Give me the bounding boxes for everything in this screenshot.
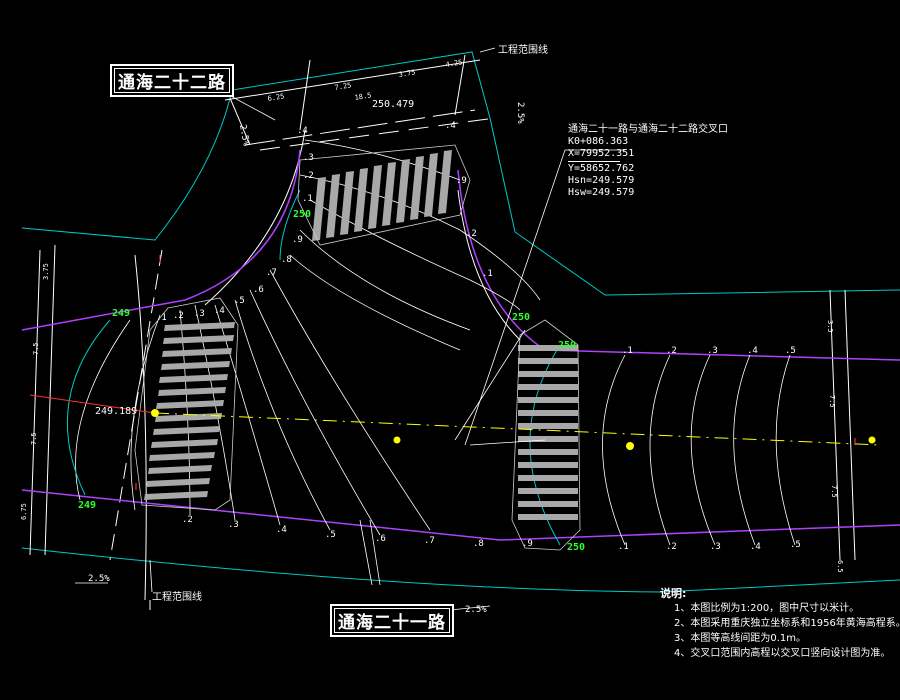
slope-bottom-left: 2.5% [88, 574, 110, 584]
svg-text:.1: .1 [482, 269, 493, 279]
svg-text:.4: .4 [297, 126, 308, 136]
svg-text:.8: .8 [281, 255, 292, 265]
info-y: Y=58652.762 [568, 163, 635, 174]
svg-text:.2: .2 [466, 229, 477, 239]
svg-text:6.25: 6.25 [267, 92, 285, 103]
note-line: 2、本图采用重庆独立坐标系和1956年黄海高程系。 [674, 618, 900, 629]
svg-text:6.75: 6.75 [20, 503, 28, 520]
major-contour-labels: 250 250 250 250 249 249 [78, 209, 585, 553]
svg-text:.3: .3 [303, 153, 314, 163]
svg-text:.2: .2 [303, 171, 314, 181]
svg-text:7.5: 7.5 [828, 395, 836, 408]
svg-text:.2: .2 [666, 542, 677, 552]
slope-top-right: 2.5% [515, 102, 525, 124]
note-line: 1、本图比例为1:200，图中尺寸以米计。 [674, 603, 860, 614]
notes-title: 说明: [660, 587, 687, 600]
svg-text:.6: .6 [375, 534, 386, 544]
svg-text:.2: .2 [666, 346, 677, 356]
svg-text:7.25: 7.25 [334, 81, 352, 92]
svg-text:.2: .2 [182, 515, 193, 525]
svg-text:.9: .9 [456, 176, 467, 186]
slope-bottom-mid: 2.5% [465, 605, 487, 615]
svg-text:.8: .8 [473, 539, 484, 549]
road-edge-lines [29, 54, 856, 610]
info-title: 通海二十一路与通海二十二路交叉口 [568, 124, 728, 135]
contour-250-bottom: 250 [567, 542, 585, 553]
svg-text:.5: .5 [790, 540, 801, 550]
edge-ticks [135, 255, 856, 490]
right-dimension-labels: 3.5 7.5 7.5 6.5 [826, 320, 844, 573]
svg-text:.9: .9 [522, 539, 533, 549]
boundary-label-bottom: 工程范围线 [152, 590, 202, 603]
svg-text:.1: .1 [156, 313, 167, 323]
svg-text:.4: .4 [214, 306, 225, 316]
svg-text:.9: .9 [292, 235, 303, 245]
elevation-left-road: 249.189 [95, 406, 137, 417]
contour-250-mid: 250 [512, 312, 530, 323]
contour-250-right: 250 [558, 340, 576, 351]
road-label-22: 通海二十二路 [110, 64, 234, 97]
note-line: 4、交叉口范围内高程以交叉口竖向设计图为准。 [674, 648, 891, 659]
elevation-top-road: 250.479 [372, 99, 414, 110]
svg-text:.1: .1 [622, 346, 633, 356]
svg-text:.3: .3 [707, 346, 718, 356]
svg-text:4.25: 4.25 [445, 58, 463, 69]
svg-text:3.5: 3.5 [826, 320, 834, 333]
svg-text:.4: .4 [445, 121, 456, 131]
zebra-crossing-left [144, 322, 235, 500]
tick-labels-right-top: .1 .2 .3 .4 .5 [622, 346, 796, 356]
curb-lines [21, 149, 900, 541]
svg-text:7.5: 7.5 [30, 432, 38, 445]
svg-text:.7: .7 [424, 536, 435, 546]
top-dimension-labels: 6.25 7.25 3.75 4.25 18.5 [267, 58, 463, 103]
notes-block: 说明: 1、本图比例为1:200，图中尺寸以米计。 2、本图采用重庆独立坐标系和… [660, 586, 900, 661]
boundary-label-top: 工程范围线 [498, 43, 548, 56]
zebra-crossing-right [518, 345, 578, 520]
zebra-outlines [134, 144, 581, 551]
outer-edge-lines [21, 51, 900, 593]
svg-text:.7: .7 [266, 268, 277, 278]
svg-text:.1: .1 [302, 194, 313, 204]
road-label-21: 通海二十一路 [330, 604, 454, 637]
leader-lines [75, 47, 625, 611]
svg-text:.4: .4 [276, 525, 287, 535]
svg-text:.6: .6 [253, 285, 264, 295]
svg-text:.5: .5 [785, 346, 796, 356]
svg-text:18.5: 18.5 [354, 91, 372, 102]
tick-labels-top-road: .4 .4 .3 .2 .1 .9 .2 .1 [297, 121, 493, 279]
tick-labels-left-top: .1 .2 .3 .4 .5 .6 .7 .8 .9 [156, 235, 303, 323]
info-station: K0+086.363 [568, 136, 629, 147]
svg-text:3.75: 3.75 [42, 263, 50, 280]
left-dimension-labels: 3.75 7.5 7.5 6.75 [20, 263, 50, 520]
intersection-info: 通海二十一路与通海二十二路交叉口 K0+086.363 X=79952.351 … [568, 124, 728, 199]
svg-text:.4: .4 [747, 346, 758, 356]
note-line: 3、本图等高线间距为0.1m。 [674, 633, 807, 644]
svg-text:6.5: 6.5 [836, 560, 844, 573]
contour-249-upper: 249 [112, 308, 130, 319]
contour-250-upper: 250 [293, 209, 311, 220]
slope-labels: 2.5% 2.5% 2.5% 2.5% [88, 102, 525, 615]
svg-text:7.5: 7.5 [32, 342, 40, 355]
svg-text:.5: .5 [325, 530, 336, 540]
tick-labels-bottom: .2 .3 .4 .5 .6 .7 .8 .9 .1 .2 .3 .4 .5 [182, 515, 801, 552]
svg-text:.3: .3 [710, 542, 721, 552]
svg-text:.1: .1 [618, 542, 629, 552]
svg-text:.3: .3 [194, 309, 205, 319]
center-line [29, 329, 881, 450]
svg-text:.3: .3 [228, 520, 239, 530]
svg-text:.4: .4 [750, 542, 761, 552]
contour-249-lower: 249 [78, 500, 96, 511]
svg-text:.5: .5 [234, 296, 245, 306]
info-x: X=79952.351 [568, 148, 635, 159]
svg-text:.2: .2 [173, 311, 184, 321]
svg-text:7.5: 7.5 [830, 485, 838, 498]
svg-text:3.75: 3.75 [398, 68, 416, 79]
info-h1: Hsn=249.579 [568, 175, 635, 186]
slope-top-left: 2.5% [237, 124, 251, 148]
zebra-crossing-top [312, 150, 452, 241]
info-h2: Hsw=249.579 [568, 187, 635, 198]
